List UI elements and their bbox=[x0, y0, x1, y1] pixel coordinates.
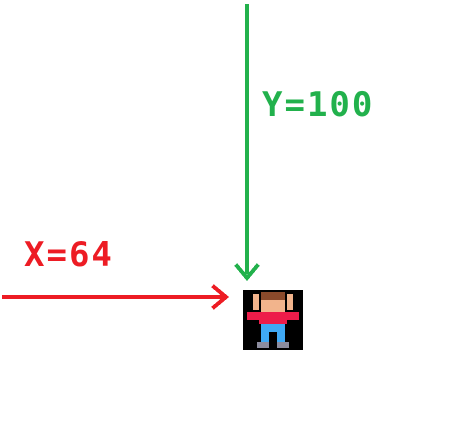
x-arrow-shaft bbox=[2, 295, 224, 299]
player-sprite bbox=[243, 290, 303, 350]
y-arrow-head bbox=[234, 263, 260, 282]
y-arrow bbox=[234, 4, 260, 282]
x-arrow-head bbox=[211, 284, 230, 310]
x-coordinate-label: X=64 bbox=[24, 235, 114, 275]
y-arrow-shaft bbox=[245, 4, 249, 274]
x-arrow bbox=[2, 284, 230, 310]
y-coordinate-label: Y=100 bbox=[262, 85, 375, 125]
